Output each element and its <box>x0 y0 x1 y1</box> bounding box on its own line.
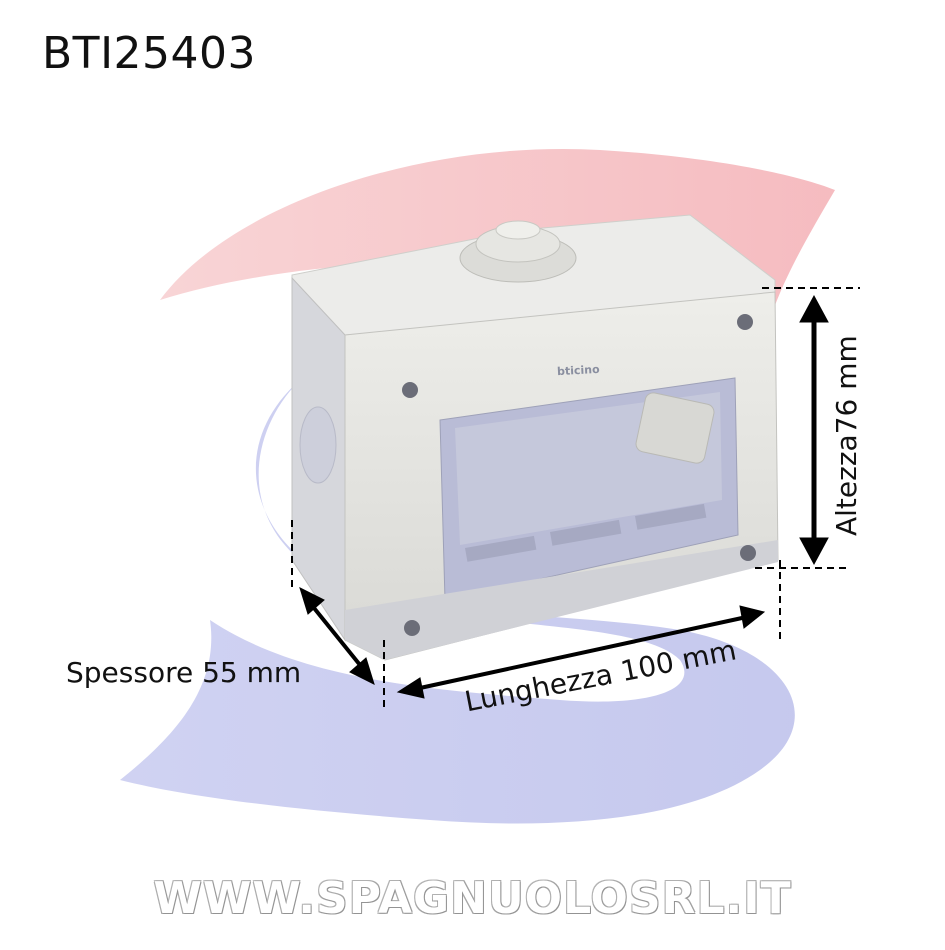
logo-blue-swoosh <box>120 380 795 824</box>
thickness-arrow-line <box>312 606 362 667</box>
thickness-label: Spessore 55 mm <box>66 656 302 689</box>
website-watermark: WWW.SPAGNUOLOSRL.IT <box>153 873 792 924</box>
dimension-arrows <box>299 294 829 699</box>
thickness-arrow-head-top <box>299 587 325 615</box>
thickness-arrow-head-bottom <box>349 657 375 685</box>
screw-bottom-left <box>404 620 420 636</box>
length-arrow-head-left <box>396 677 425 699</box>
brand-mark: bticino <box>556 362 600 379</box>
cable-gland-tip <box>495 220 541 240</box>
length-arrow-head-right <box>739 605 766 629</box>
screw-top-right <box>737 314 753 330</box>
dimension-lines <box>291 287 860 710</box>
side-latch <box>635 392 715 464</box>
screw-top-left <box>402 382 418 398</box>
enclosure-bottom-lip <box>345 540 778 660</box>
side-knockout <box>299 406 337 484</box>
height-arrow-head-top <box>799 294 829 323</box>
enclosure-box <box>291 214 779 661</box>
length-arrow-line <box>419 616 743 690</box>
screw-bottom-right <box>740 545 756 561</box>
height-arrow-head-bottom <box>799 537 829 566</box>
height-label: Altezza76 mm <box>830 335 863 536</box>
product-code-title: BTI25403 <box>42 28 257 79</box>
module-slots <box>464 503 707 562</box>
